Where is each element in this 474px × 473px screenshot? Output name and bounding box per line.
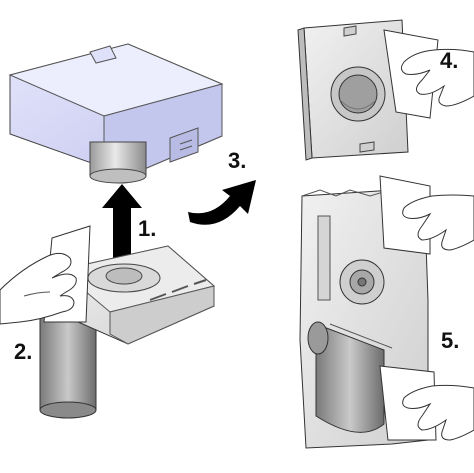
drip-tray-base [39, 245, 216, 419]
arrow-up-icon [102, 184, 142, 258]
hand-cloth-step5-top [379, 175, 474, 255]
curved-arrow-icon [188, 180, 256, 225]
step-5-label: 5. [441, 328, 460, 353]
hand-cloth-step4 [383, 29, 474, 119]
step-1-label: 1. [138, 216, 157, 241]
step-2-label: 2. [14, 339, 33, 364]
hand-cloth-step2 [0, 225, 91, 325]
step-3-label: 3. [228, 148, 247, 173]
drip-tray-lid [8, 43, 224, 184]
hand-cloth-step5-bottom [379, 365, 474, 441]
step-4-label: 4. [440, 48, 459, 73]
panel-cover [297, 19, 409, 161]
